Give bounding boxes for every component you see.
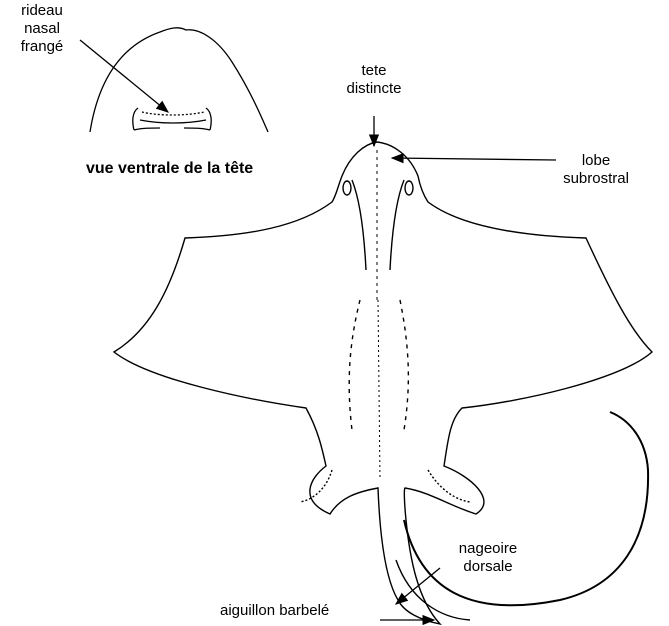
label-subrostral-lobe-line2: subrostral xyxy=(548,170,644,188)
inset-mouth-right xyxy=(184,108,211,130)
arrow-dorsal-fin xyxy=(396,568,440,604)
spine-line xyxy=(378,300,380,480)
arrow-subrostral-lobe xyxy=(392,158,556,160)
label-subrostral-lobe: lobe subrostral xyxy=(548,152,644,188)
eye-right xyxy=(405,181,413,195)
inset-fringe xyxy=(142,112,204,115)
label-distinct-head-line1: tete xyxy=(334,62,414,80)
inset-jaw xyxy=(140,120,206,123)
ray-body xyxy=(114,142,652,624)
label-dorsal-fin: nageoire dorsale xyxy=(438,540,538,576)
callout-arrows xyxy=(80,40,556,620)
head-caption: vue ventrale de la tête xyxy=(86,160,253,178)
arrow-nasal-curtain xyxy=(80,40,168,112)
head-ventral-inset xyxy=(90,28,268,132)
label-distinct-head: tete distincte xyxy=(334,62,414,98)
inset-head-outline xyxy=(90,28,268,132)
ray-outline xyxy=(114,142,652,624)
label-subrostral-lobe-line1: lobe xyxy=(548,152,644,170)
label-nasal-curtain-line1: rideau xyxy=(4,2,80,20)
inset-mouth-left xyxy=(133,108,160,130)
pectoral-crease-left xyxy=(349,300,360,430)
label-nasal-curtain-line2: nasal xyxy=(4,20,80,38)
eye-left xyxy=(343,181,351,195)
head-band xyxy=(352,180,404,270)
label-dorsal-fin-line2: dorsale xyxy=(438,558,538,576)
label-dorsal-fin-line1: nageoire xyxy=(438,540,538,558)
label-distinct-head-line2: distincte xyxy=(334,80,414,98)
label-barbed-spine: aiguillon barbelé xyxy=(220,602,329,620)
label-nasal-curtain: rideau nasal frangé xyxy=(4,2,80,56)
tail-whip xyxy=(404,412,648,605)
label-nasal-curtain-line3: frangé xyxy=(4,38,80,56)
pectoral-crease-right xyxy=(400,300,408,430)
